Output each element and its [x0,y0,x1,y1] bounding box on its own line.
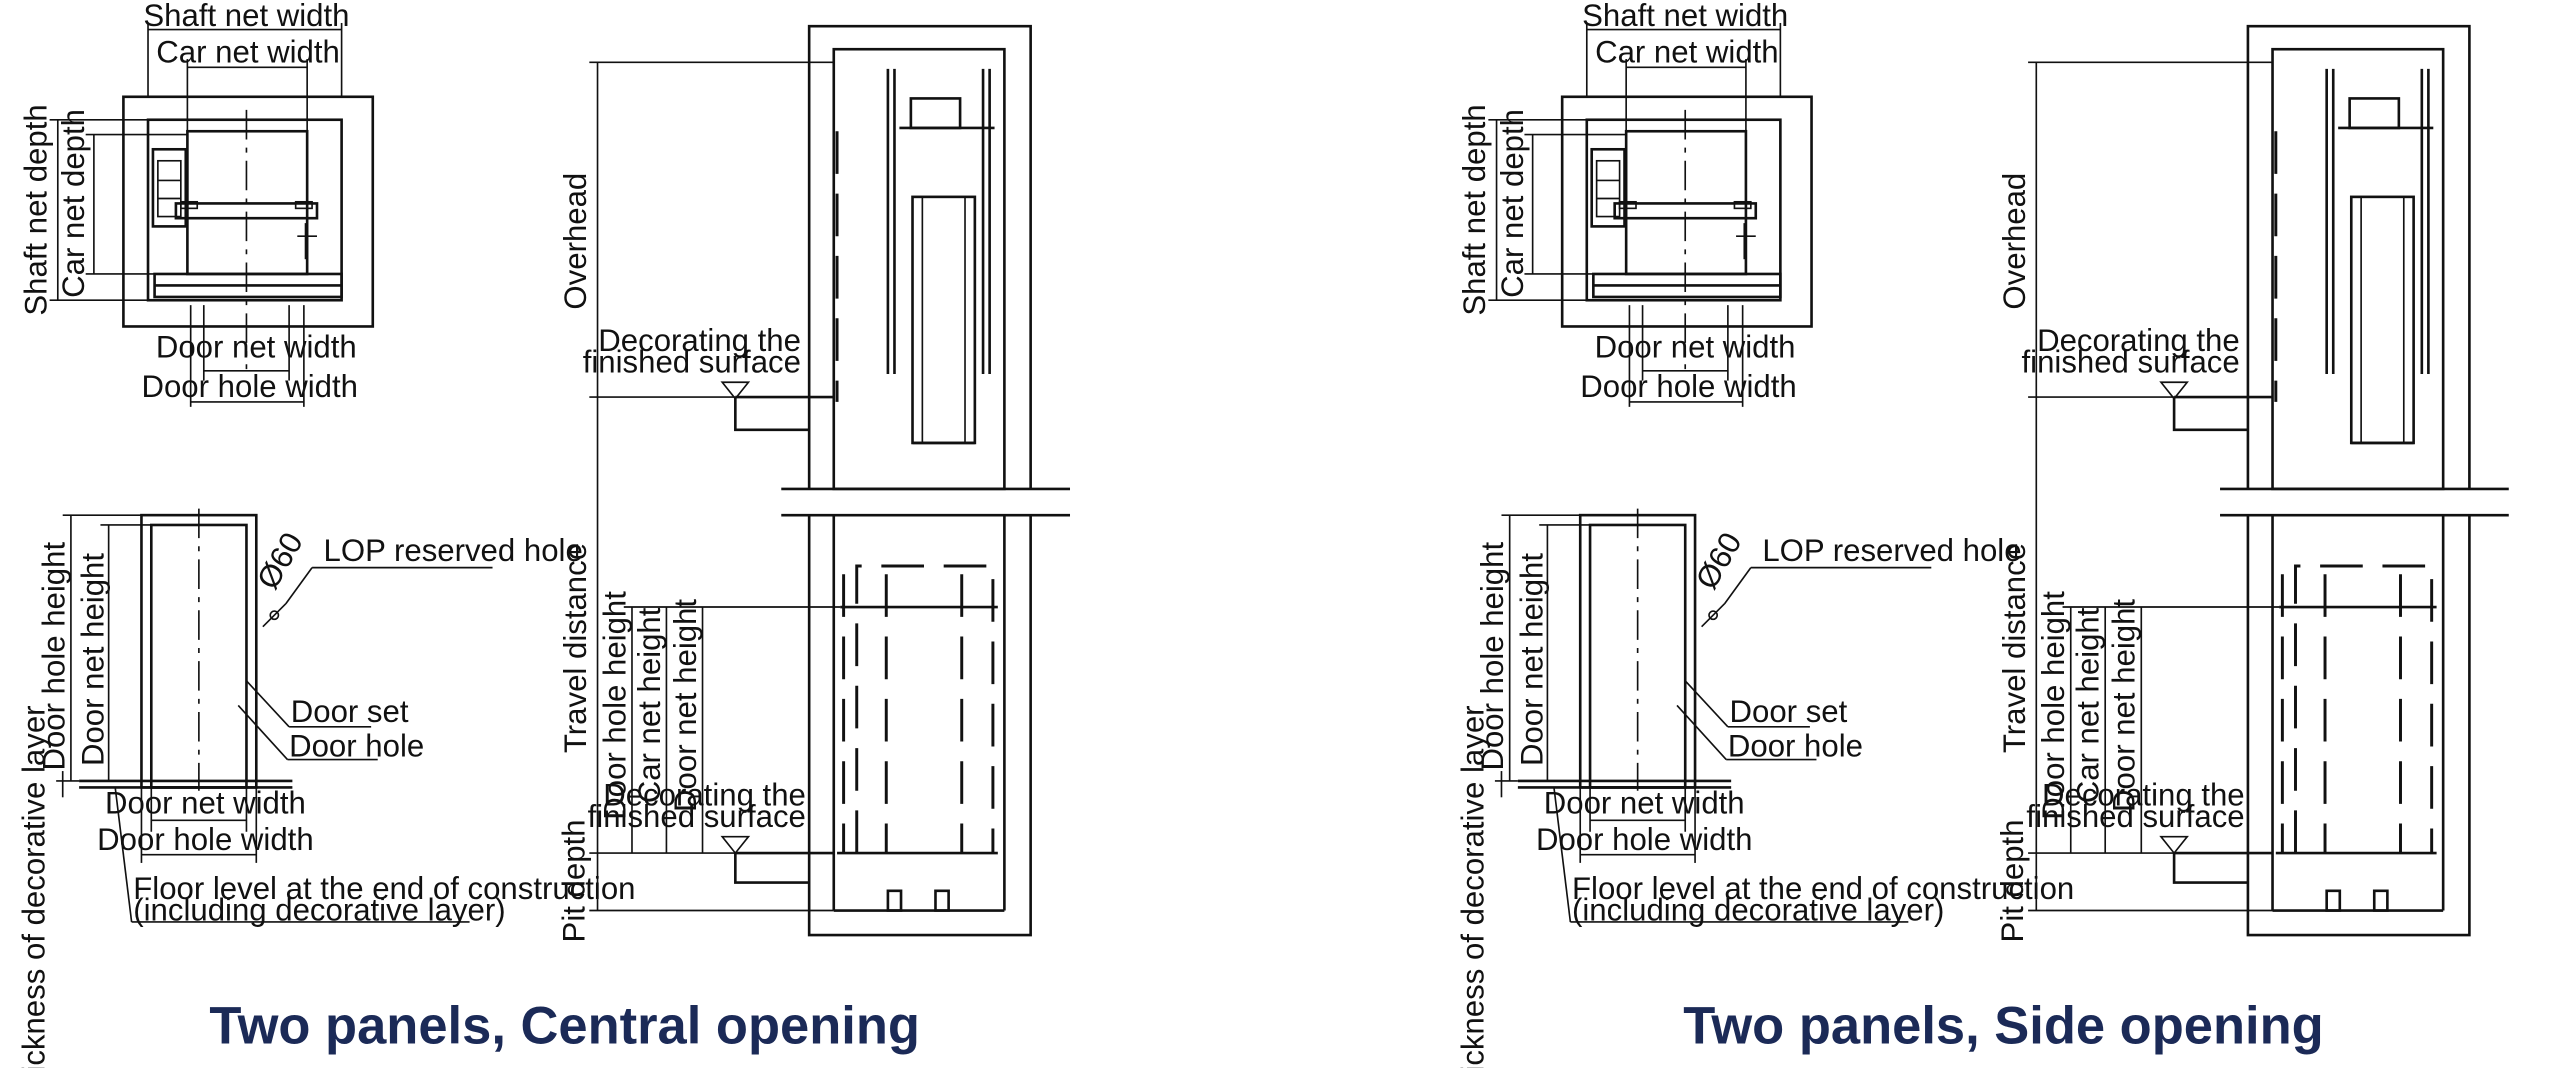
shaft-net-outline [2271,47,2445,491]
section-view [2028,24,2509,937]
shaft-outline [122,95,375,328]
section-view [589,24,1071,937]
label-door-net-width: Door net width [156,330,357,365]
traction-machine [151,147,188,228]
label-door-net-height: Door net height [1514,553,1549,766]
label-car-net-depth: Car net depth [1495,109,1530,298]
label-door-net-width-2: Door net width [1544,786,1745,821]
shaft-outline [1560,95,1813,328]
panel-side-opening: Shaft net width Car net width Shaft net … [1455,0,2509,1068]
label-door-net-width: Door net width [1595,330,1796,365]
label-door-set: Door set [291,694,409,729]
label-pit-depth: Pit depth [556,819,591,942]
label-pit-depth: Pit depth [1995,819,2030,942]
label-overhead: Overhead [558,173,593,310]
car-sill [174,202,319,220]
label-door-hole: Door hole [1728,728,1863,763]
label-shaft-net-width: Shaft net width [143,0,349,33]
shaft-net-outline [832,47,1006,491]
label-floor-level-2: (including decorative layer) [1572,892,1944,927]
label-shaft-net-depth: Shaft net depth [1457,104,1492,315]
label-door-net-height: Door net height [76,553,111,766]
label-decorating-3: Decorating the [603,778,806,813]
car-sill [1613,202,1758,220]
label-travel-distance: Travel distance [1997,543,2032,753]
label-door-hole: Door hole [289,728,424,763]
label-door-set: Door set [1730,694,1848,729]
label-overhead: Overhead [1997,173,2032,310]
label-door-net-height-section: Door net height [2107,599,2142,812]
label-decorating-2: finished surface [583,344,801,379]
panel-title: Two panels, Side opening [1683,996,2324,1055]
machine-block [909,97,962,130]
label-door-net-width-2: Door net width [105,786,306,821]
label-decorating-1: Decorating the [2037,323,2240,358]
label-lop-reserved-hole: LOP reserved hole [324,533,583,568]
label-car-net-width: Car net width [1595,34,1779,69]
drawing-panel: Shaft net width Car net width Shaft net … [1455,0,2509,1068]
label-floor-level-2: (including decorative layer) [133,892,505,927]
label-door-hole-width: Door hole width [1580,369,1796,404]
label-floor-level-1: Floor level at the end of construction [133,871,635,906]
label-door-hole-height-section: Door hole height [2036,591,2071,820]
shaft-wall-upper [807,24,1032,489]
label-door-hole-width: Door hole width [141,369,357,404]
label-door-hole-height: Door hole height [36,542,71,771]
label-door-hole-height-section: Door hole height [597,591,632,820]
label-decorating-4: finished surface [2026,799,2244,834]
label-diameter: Ø60 [1689,526,1749,595]
label-door-hole-height: Door hole height [1475,542,1510,771]
plan-view [1488,22,1813,407]
label-shaft-net-width: Shaft net width [1582,0,1788,33]
label-shaft-net-depth: Shaft net depth [18,104,53,315]
traction-machine [1590,147,1626,228]
label-decorating-4: finished surface [588,799,806,834]
label-decorative-thickness: Thickness of decorative layer [17,705,52,1068]
plan-view [49,22,375,407]
machine-block [2348,97,2401,130]
door-elevation [1494,508,1932,923]
label-decorating-2: finished surface [2022,344,2240,379]
shaft-inner-outline [1585,118,1782,302]
label-decorating-3: Decorating the [2042,778,2245,813]
door-elevation [56,508,493,923]
shaft-inner-outline [146,118,343,302]
label-door-hole-width-2: Door hole width [1536,822,1752,857]
label-door-hole-width-2: Door hole width [97,822,313,857]
label-car-net-height: Car net height [632,607,667,803]
drawing-panel: Shaft net width Car net width Shaft net … [17,0,1071,1068]
lop-hole-mark [1708,610,1719,621]
label-door-net-height-section: Door net height [668,599,703,812]
shaft-wall-upper [2246,24,2471,489]
label-decorative-thickness: Thickness of decorative layer [1455,705,1490,1068]
panel-title: Two panels, Central opening [209,996,920,1055]
label-floor-level-1: Floor level at the end of construction [1572,871,2074,906]
label-car-net-width: Car net width [156,34,340,69]
label-lop-reserved-hole: LOP reserved hole [1762,533,2021,568]
label-decorating-1: Decorating the [598,323,801,358]
label-travel-distance: Travel distance [558,543,593,753]
lop-hole-mark [269,610,280,621]
label-car-net-depth: Car net depth [56,109,91,298]
panel-central-opening: Shaft net width Car net width Shaft net … [17,0,1071,1068]
label-diameter: Ø60 [250,526,310,595]
label-car-net-height: Car net height [2071,607,2106,803]
